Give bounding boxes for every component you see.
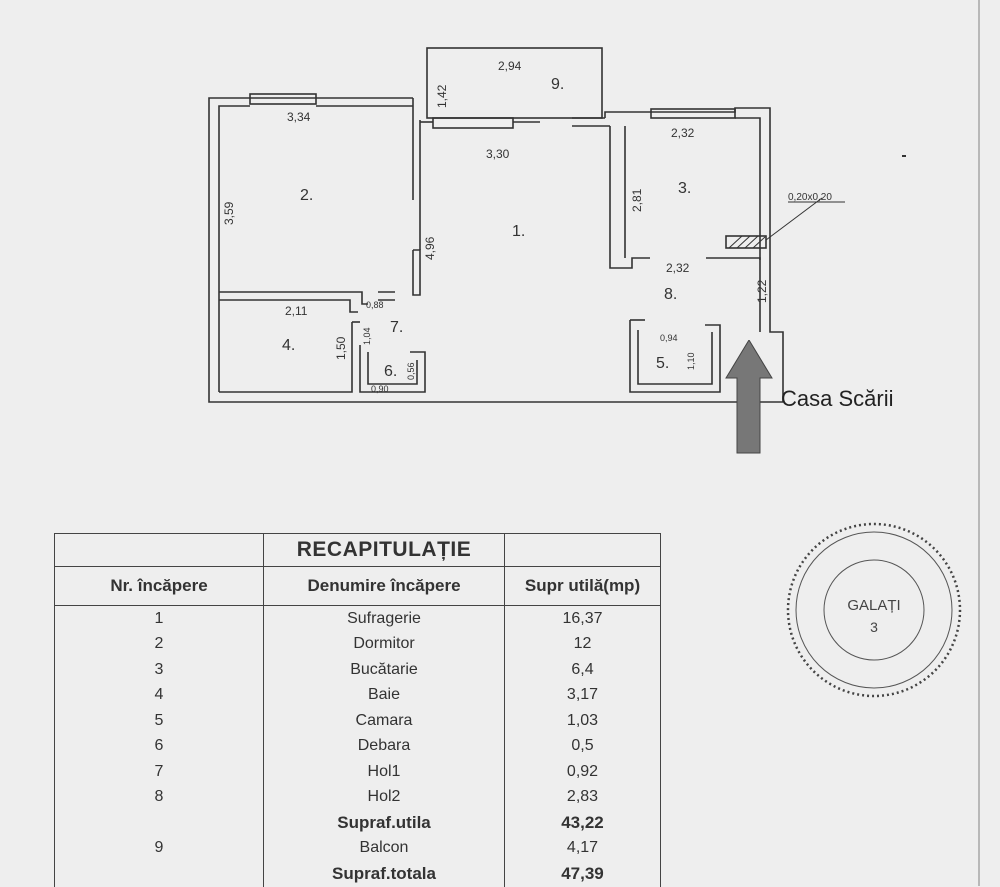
dim-hall7-h: 1,04 <box>362 327 372 345</box>
table-row: 5 Camara 1,03 <box>54 708 661 734</box>
stamp-number: 3 <box>870 619 878 635</box>
header-nr: Nr. încăpere <box>54 566 264 606</box>
dim-room5-w: 0,94 <box>660 333 678 343</box>
room-number-8: 8. <box>664 286 677 303</box>
dim-room5-h: 1,10 <box>686 352 696 370</box>
window-room1 <box>432 117 514 129</box>
balcony-outline <box>426 47 603 119</box>
page-edge <box>978 0 980 886</box>
table-title: RECAPITULAȚIE <box>263 533 505 567</box>
dim-room2-w: 3,34 <box>287 110 311 124</box>
table-row: 1 Sufragerie 16,37 <box>54 605 661 632</box>
dim-room6-w: 0,90 <box>371 384 389 394</box>
dim-hall8-h: 1,22 <box>755 279 769 303</box>
dim-room1-w: 3,30 <box>486 147 510 161</box>
table-row: 6 Debara 0,5 <box>54 733 661 759</box>
table-header-row: Nr. încăpere Denumire încăpere Supr util… <box>54 566 661 606</box>
official-stamp: GALAȚI 3 <box>786 522 962 698</box>
table-row: 8 Hol2 2,83 <box>54 784 661 810</box>
header-area: Supr utilă(mp) <box>504 566 661 606</box>
room-number-9: 9. <box>551 76 564 93</box>
room-number-4: 4. <box>282 337 295 354</box>
room-number-3: 3. <box>678 180 691 197</box>
room-number-2: 2. <box>300 187 313 204</box>
recap-table: RECAPITULAȚIE Nr. încăpere Denumire încă… <box>54 533 661 887</box>
table-row: 4 Baie 3,17 <box>54 682 661 708</box>
dim-room6-h: 0,56 <box>406 362 416 380</box>
room-number-7: 7. <box>390 319 403 336</box>
entrance-arrow-icon <box>725 340 773 454</box>
dim-room4-w: 2,11 <box>285 304 308 318</box>
dim-room3-w-bottom: 2,32 <box>666 261 690 275</box>
entrance-label: Casa Scării <box>781 386 894 411</box>
dim-room2-h: 3,59 <box>222 201 236 225</box>
vent-leader <box>765 197 823 241</box>
dim-room3-h: 2,81 <box>630 188 644 212</box>
dim-balcony-h: 1,42 <box>435 84 449 108</box>
total-row: Supraf.totala 47,39 <box>54 861 661 887</box>
table-row: 7 Hol1 0,92 <box>54 759 661 785</box>
dim-vent: 0,20x0,20 <box>788 192 832 203</box>
table-row: 3 Bucătarie 6,4 <box>54 657 661 683</box>
header-name: Denumire încăpere <box>263 566 505 606</box>
room-number-5: 5. <box>656 355 669 372</box>
dim-room3-w-top: 2,32 <box>671 126 695 140</box>
window-room3 <box>650 108 736 119</box>
table-row: 2 Dormitor 12 <box>54 631 661 657</box>
subtotal-row: Supraf.utila 43,22 <box>54 810 661 836</box>
dim-room1-h: 4,96 <box>423 236 437 260</box>
room-number-6: 6. <box>384 363 397 380</box>
window-room2 <box>249 93 317 105</box>
table-row: 9 Balcon 4,17 <box>54 835 661 861</box>
vent <box>725 235 767 249</box>
dim-balcony-w: 2,94 <box>498 59 522 73</box>
dim-door: 0,88 <box>366 300 384 310</box>
outer-wall-inner-top-left <box>218 105 250 392</box>
outer-wall-outer <box>208 97 783 403</box>
stamp-city: GALAȚI <box>847 597 900 614</box>
dim-room4-h: 1,50 <box>334 336 348 360</box>
floor-plan: 1. 2. 3. 4. 5. 6. 7. 8. 9. 2,94 1,42 3,3… <box>208 47 906 403</box>
room-number-1: 1. <box>512 223 525 240</box>
